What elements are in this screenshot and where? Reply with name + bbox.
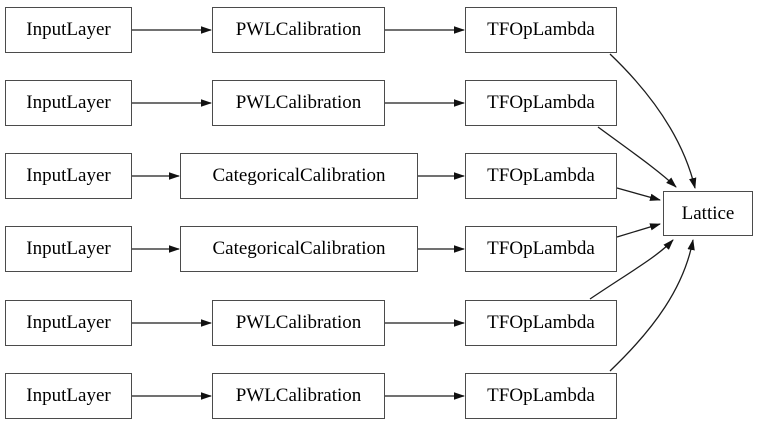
node-inputlayer-4: InputLayer [5,226,132,272]
edge-lambda6-lattice [609,239,695,372]
node-pwlcalibration-2: PWLCalibration [212,80,385,126]
node-categoricalcalibration-3: CategoricalCalibration [180,153,418,199]
node-tfoplambda-1: TFOpLambda [465,7,617,53]
edge-lambda1-lattice [609,53,697,189]
node-inputlayer-2: InputLayer [5,80,132,126]
node-lattice: Lattice [663,191,753,236]
edge-lambda3-lattice [616,187,661,201]
edge-lambda5-lattice [589,239,674,300]
node-tfoplambda-3: TFOpLambda [465,153,617,199]
edge-lambda4-lattice [616,223,661,238]
node-tfoplambda-4: TFOpLambda [465,226,617,272]
node-inputlayer-6: InputLayer [5,373,132,419]
node-tfoplambda-5: TFOpLambda [465,300,617,346]
node-tfoplambda-6: TFOpLambda [465,373,617,419]
node-inputlayer-5: InputLayer [5,300,132,346]
node-tfoplambda-2: TFOpLambda [465,80,617,126]
node-pwlcalibration-5: PWLCalibration [212,300,385,346]
node-inputlayer-1: InputLayer [5,7,132,53]
node-inputlayer-3: InputLayer [5,153,132,199]
node-pwlcalibration-6: PWLCalibration [212,373,385,419]
node-pwlcalibration-1: PWLCalibration [212,7,385,53]
node-categoricalcalibration-4: CategoricalCalibration [180,226,418,272]
edge-lambda2-lattice [597,126,677,188]
